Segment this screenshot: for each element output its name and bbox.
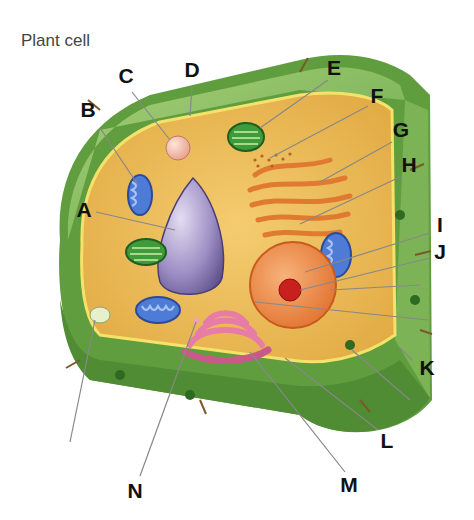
callout-letter: K (419, 356, 434, 380)
chloroplast (126, 239, 166, 265)
callout-letter: E (327, 56, 341, 80)
callout-letter: M (340, 473, 358, 497)
chloroplast (228, 123, 264, 151)
plasmodesmata (66, 58, 432, 414)
diagram-title: Plant cell (21, 31, 90, 51)
callout-letter: H (401, 153, 416, 177)
golgi-apparatus (190, 313, 262, 345)
callout-letter: D (184, 58, 199, 82)
cell-wall-front (60, 300, 430, 432)
ribosomes (253, 152, 291, 167)
vesicle (90, 307, 110, 323)
callout-letter: I (437, 213, 443, 237)
vacuole (158, 178, 223, 294)
callout-letter: L (381, 429, 394, 453)
callout-letter: C (118, 64, 133, 88)
nucleus (250, 242, 336, 328)
callout-letter: A (76, 198, 91, 222)
pits (115, 210, 420, 400)
callout-letter: J (434, 240, 446, 264)
mitochondrion (136, 297, 180, 323)
callout-letter: G (393, 118, 409, 142)
mitochondrion (128, 175, 152, 215)
callout-letter: N (127, 479, 142, 503)
cell-wall-side (395, 100, 430, 398)
leader-line (70, 80, 430, 476)
callout-letter: B (80, 98, 95, 122)
nucleolus (279, 279, 301, 301)
cytoplasm (82, 93, 395, 362)
cell-wall (59, 55, 432, 432)
callout-letter: F (371, 84, 384, 108)
